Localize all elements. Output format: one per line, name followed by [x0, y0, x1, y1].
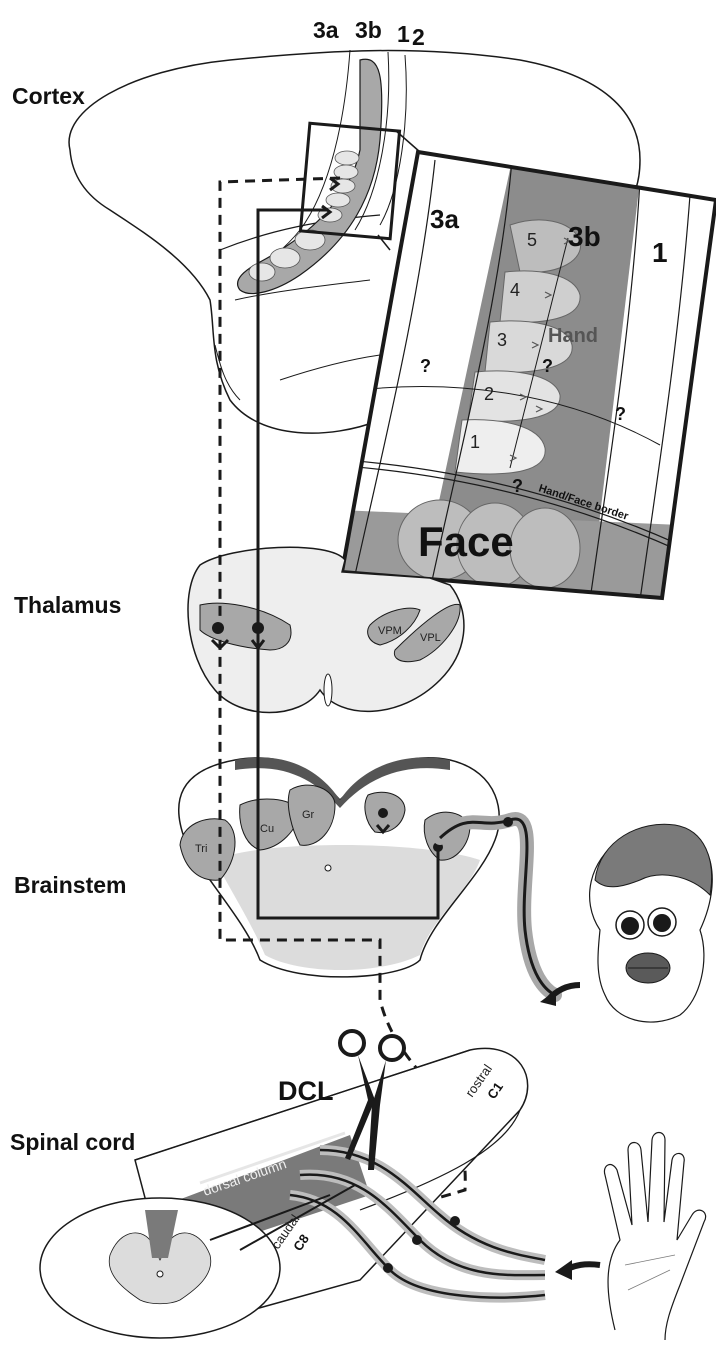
question-mark: ?: [512, 476, 523, 496]
digit-label-1: 1: [470, 432, 480, 452]
label-brainstem: Brainstem: [14, 872, 126, 898]
central-canal: [325, 865, 331, 871]
label-vpm: VPM: [378, 625, 402, 637]
digit-label-4: 4: [510, 280, 520, 300]
label-dcl: DCL: [278, 1076, 334, 1106]
digit-oval: [326, 193, 350, 207]
digit-oval: [335, 151, 359, 165]
question-mark: ?: [542, 356, 553, 376]
ganglion-dot: [503, 817, 513, 827]
brainstem-synapse-dot: [378, 808, 388, 818]
label-tri: Tri: [195, 843, 207, 855]
hand-outline: [604, 1133, 705, 1341]
monkey-pupil: [653, 914, 671, 932]
third-ventricle: [324, 674, 332, 706]
monkey-pupil: [621, 917, 639, 935]
scissors-handle: [380, 1036, 404, 1060]
hand-drawing: [604, 1133, 705, 1341]
spinal-central-canal: [157, 1271, 163, 1277]
question-mark: ?: [615, 404, 626, 424]
face-oval: [270, 248, 300, 268]
label-area-2: 2: [412, 24, 425, 50]
drg-dot: [383, 1263, 393, 1273]
inset-label-3b: 3b: [568, 221, 601, 252]
label-cortex: Cortex: [12, 83, 85, 109]
label-spinal-cord: Spinal cord: [10, 1129, 135, 1155]
question-mark: ?: [420, 356, 431, 376]
drg-dot: [450, 1216, 460, 1226]
inset-label-3a: 3a: [430, 204, 459, 234]
brainstem-gray-matter: [215, 845, 480, 970]
face-oval: [249, 263, 275, 281]
nucleus-tri: [180, 819, 235, 880]
digit-label-2: 2: [484, 384, 494, 404]
label-cu: Cu: [260, 823, 274, 835]
digit-label-5: 5: [527, 230, 537, 250]
label-vpl: VPL: [420, 632, 441, 644]
brainstem-section: [179, 757, 500, 977]
inset-label-face: Face: [418, 518, 514, 565]
scissors-handle: [340, 1031, 364, 1055]
hand-arrow-head: [555, 1260, 572, 1280]
label-thalamus: Thalamus: [14, 592, 121, 618]
thalamus-synapse-dot: [252, 622, 264, 634]
squirrel-monkey-head: [590, 824, 713, 1022]
thalamus-synapse-dot: [212, 622, 224, 634]
label-area-3b: 3b: [355, 17, 382, 43]
inset-label-hand: Hand: [548, 325, 598, 347]
inset-label-1: 1: [652, 237, 668, 268]
drg-dot: [412, 1235, 422, 1245]
label-gr: Gr: [302, 809, 315, 821]
digit-label-3: 3: [497, 330, 507, 350]
label-area-3a: 3a: [313, 17, 339, 43]
label-area-1: 1: [397, 21, 410, 47]
face-zone: [510, 508, 580, 588]
